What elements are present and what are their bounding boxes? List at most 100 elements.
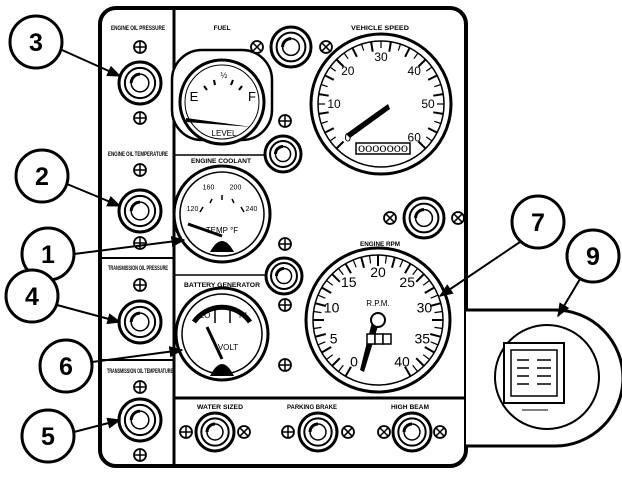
fuel-empty-mark: E	[190, 89, 199, 104]
svg-text:6: 6	[59, 353, 73, 381]
svg-text:7: 7	[531, 209, 545, 237]
coolant-needle	[187, 222, 223, 238]
speedometer-label-10: 10	[327, 97, 341, 111]
speedometer-label-0: 0	[344, 130, 351, 144]
speedometer-tick	[413, 52, 419, 60]
engine-oil-temperature-lamp	[117, 188, 163, 234]
tachometer-tick	[415, 273, 425, 283]
tachometer-label-25: 25	[399, 274, 415, 290]
speedometer-tick	[417, 58, 427, 68]
high-beam-label: HIGH BEAM	[391, 404, 429, 411]
tachometer-tick	[337, 268, 344, 276]
speedometer-label-40: 40	[408, 64, 422, 78]
fuel-gauge: E ½ F LEVEL	[170, 48, 274, 146]
speedometer-tick	[324, 74, 335, 81]
screw-plus-icon	[133, 448, 147, 462]
speedometer-tick	[397, 43, 402, 51]
tachometer-tick	[422, 279, 430, 286]
tachometer-label-40: 40	[394, 354, 410, 370]
battery-needle	[205, 326, 224, 360]
speedometer-label-60: 60	[408, 130, 422, 144]
callout-9: 9	[557, 228, 621, 318]
transmission-oil-temperature-lamp	[117, 397, 163, 443]
parking-brake-label: PARKING BRAKE	[287, 404, 338, 411]
tachometer-tick	[430, 341, 439, 346]
speedometer-tick	[433, 93, 444, 97]
tachometer-tick	[430, 294, 439, 299]
tachometer-tick	[434, 310, 443, 314]
tachometer-tick	[415, 357, 425, 367]
rpm-lamp	[402, 196, 446, 240]
speedometer-tick	[427, 74, 438, 81]
speedometer-odometer: 0000000	[358, 144, 408, 154]
tachometer-label-5: 5	[330, 330, 338, 346]
transmission-oil-pressure-lamp	[117, 299, 163, 345]
battery-high-mark: HI	[239, 311, 247, 320]
speedometer-tick	[388, 41, 392, 52]
callout-5: 5	[20, 408, 122, 464]
transmission-oil-temperature-label: TRANSMISSION OIL TEMPERATURE	[107, 368, 173, 375]
tachometer-tick	[412, 364, 419, 372]
battery-low-mark: LO	[200, 311, 211, 320]
fuel-level-unit: LEVEL	[212, 129, 237, 138]
screw-plus-icon	[133, 111, 147, 125]
coolant-lamp	[263, 134, 303, 174]
coolant-label-160: 160	[203, 185, 215, 192]
screw-plus-icon	[133, 278, 147, 292]
tachometer-tick	[352, 259, 357, 268]
screw-plus-icon	[278, 237, 292, 251]
speedometer-tick	[360, 43, 365, 51]
screw-plus-icon	[278, 298, 292, 312]
tachometer-tick	[321, 286, 332, 294]
tachometer-tick	[404, 263, 412, 274]
screw-cross-icon	[377, 425, 391, 439]
tachometer-tick	[422, 354, 430, 361]
callout-7: 7	[438, 194, 566, 297]
tachometer-tick	[314, 302, 327, 307]
screw-cross-icon	[341, 425, 355, 439]
speedometer-tick	[434, 120, 442, 125]
battery-lamp	[264, 256, 304, 296]
engine-coolant-label: ENGINE COOLANT	[191, 158, 251, 165]
fuel-label: FUEL	[214, 25, 231, 32]
tachometer-tick	[313, 326, 322, 330]
speedometer-tick	[427, 127, 438, 134]
speedometer-tick	[320, 120, 328, 125]
fuel-full-mark: F	[248, 89, 256, 104]
screw-plus-icon	[278, 358, 292, 372]
tachometer-tick	[337, 364, 344, 372]
tachometer-tick	[412, 268, 419, 276]
screw-cross-icon	[319, 40, 333, 54]
water-sized-label: WATER SIZED	[197, 404, 243, 411]
callout-3: 3	[8, 14, 122, 77]
tachometer-tick	[399, 259, 404, 268]
tachometer-tick	[429, 302, 442, 307]
battery-gauge: LO HI VOLT	[174, 286, 270, 382]
speedometer-label-50: 50	[421, 97, 435, 111]
speedometer-tick	[425, 136, 433, 142]
svg-text:5: 5	[41, 423, 55, 451]
tachometer-tick	[344, 366, 352, 377]
screw-plus-icon	[179, 425, 193, 439]
tachometer-tick	[424, 286, 435, 294]
svg-text:4: 4	[25, 283, 39, 311]
svg-text:9: 9	[586, 243, 600, 271]
speedometer-tick	[335, 140, 345, 150]
fuel-half-mark: ½	[221, 71, 228, 80]
screw-cross-icon	[250, 40, 264, 54]
tachometer-label-10: 10	[324, 300, 340, 316]
speedometer-tick	[318, 111, 329, 115]
speedometer-tick	[404, 47, 411, 58]
tachometer-tick	[313, 310, 322, 314]
callout-2: 2	[14, 148, 122, 207]
speedometer-tick	[318, 93, 329, 97]
vehicle-speed-label: VEHICLE SPEED	[351, 25, 409, 32]
tachometer-label-20: 20	[370, 264, 386, 280]
tachometer-tick	[317, 341, 326, 346]
screw-plus-icon	[133, 40, 147, 54]
tachometer-tick	[326, 354, 334, 361]
screw-plus-icon	[133, 163, 147, 177]
